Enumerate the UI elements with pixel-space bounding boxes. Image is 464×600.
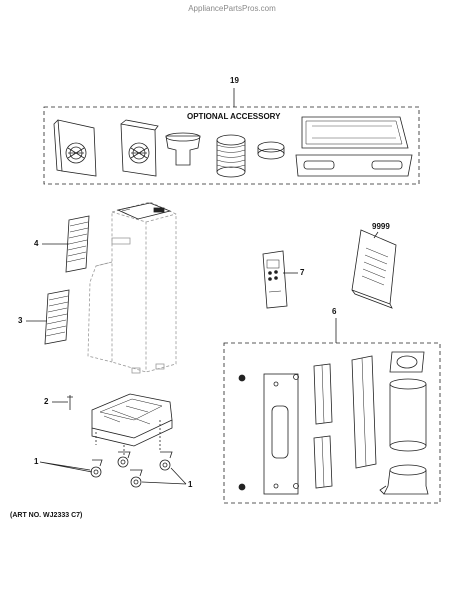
- caster-wheels: [39, 451, 187, 488]
- callout-7: 7: [300, 268, 305, 277]
- callout-3: 3: [18, 316, 23, 325]
- window-kit-box: [223, 318, 441, 504]
- owner-manual: [351, 229, 397, 309]
- accessory-window-panel-kit: [295, 116, 413, 177]
- callout-1-right: 1: [188, 480, 193, 489]
- callout-6: 6: [332, 307, 337, 316]
- accessory-side-vent-left: [53, 119, 97, 177]
- filter-upper: [42, 215, 90, 273]
- accessory-hose-ring: [257, 141, 285, 160]
- callout-4: 4: [34, 239, 39, 248]
- accessory-side-vent-right: [120, 119, 159, 177]
- air-conditioner-unit: [87, 201, 177, 374]
- window-seal-strips: [313, 355, 377, 489]
- window-kit-adapter-top: [389, 351, 425, 373]
- art-number: (ART NO. WJ2333 C7): [10, 512, 83, 519]
- window-kit-adapter-bottom: [379, 464, 429, 495]
- window-kit-hose: [389, 378, 427, 452]
- optional-accessory-box: [43, 88, 420, 185]
- caster-bolt: [52, 395, 161, 456]
- callout-1-left: 1: [34, 457, 39, 466]
- remote-control: [262, 250, 298, 309]
- optional-accessory-heading: OPTIONAL ACCESSORY: [187, 112, 281, 121]
- accessory-exhaust-adapter: [165, 132, 201, 166]
- watermark: AppliancePartsPros.com: [188, 4, 276, 13]
- filter-lower: [26, 289, 70, 345]
- callout-19: 19: [230, 76, 239, 85]
- window-slider-panel: [238, 373, 299, 495]
- callout-9999: 9999: [372, 222, 390, 231]
- caster-base-tray: [91, 393, 173, 447]
- accessory-exhaust-hose: [216, 134, 246, 178]
- callout-2: 2: [44, 397, 49, 406]
